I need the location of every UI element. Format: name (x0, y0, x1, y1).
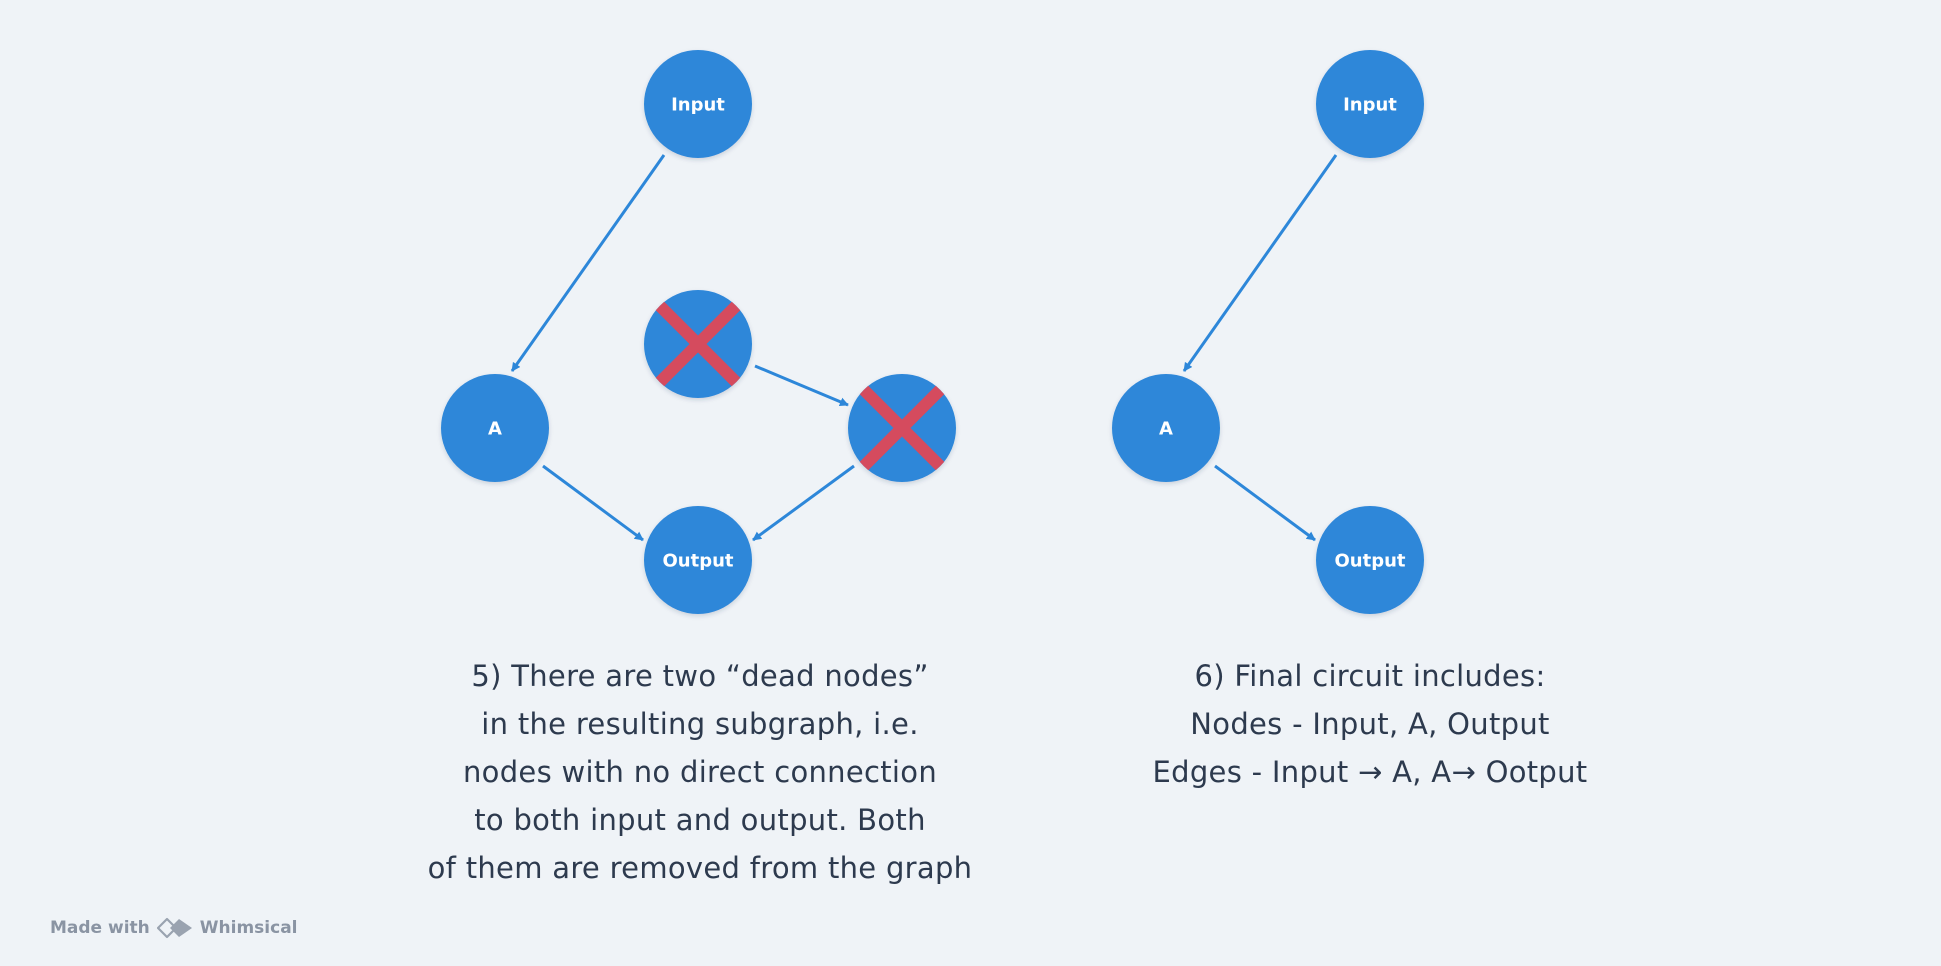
caption-line: Nodes - Input, A, Output (1190, 707, 1550, 741)
node-a: A (1112, 374, 1220, 482)
left-edges (510, 154, 855, 542)
node-output: Output (644, 506, 752, 614)
caption-line: 6) Final circuit includes: (1194, 659, 1546, 693)
edge-dead1-to-dead2 (754, 364, 849, 407)
node-output: Output (1316, 506, 1424, 614)
edge-a-to-output (542, 464, 644, 542)
node-input: Input (1316, 50, 1424, 158)
caption-step-5: 5) There are two “dead nodes” in the res… (380, 652, 1020, 892)
caption-step-6: 6) Final circuit includes: Nodes - Input… (1060, 652, 1680, 796)
node-a-label: A (488, 419, 502, 440)
node-input-label: Input (671, 95, 725, 116)
left-nodes: Input A Output (441, 50, 956, 614)
caption-line: in the resulting subgraph, i.e. (481, 707, 919, 741)
made-with-label: Made with (50, 918, 150, 938)
node-output-label: Output (662, 551, 733, 572)
right-edges (1182, 154, 1338, 542)
edge-input-to-a (510, 154, 666, 372)
right-nodes: Input A Output (1112, 50, 1424, 614)
node-a-label: A (1159, 419, 1173, 440)
whimsical-logo-icon (156, 917, 193, 939)
whimsical-brand-label: Whimsical (199, 918, 298, 938)
made-with-whimsical-badge[interactable]: Made with Whimsical (50, 916, 298, 940)
node-output-label: Output (1334, 551, 1405, 572)
node-input-label: Input (1343, 95, 1397, 116)
removed-cross-icon (857, 383, 947, 473)
edge-input-to-a (1182, 154, 1338, 372)
removed-cross-icon (653, 299, 743, 389)
caption-line: to both input and output. Both (474, 803, 926, 837)
node-input: Input (644, 50, 752, 158)
caption-line: 5) There are two “dead nodes” (471, 659, 929, 693)
dead-node-2 (848, 374, 956, 482)
caption-line: nodes with no direct connection (463, 755, 937, 789)
caption-line: Edges - Input → A, A→ Ootput (1152, 755, 1588, 789)
caption-line: of them are removed from the graph (427, 851, 973, 885)
dead-node-1 (644, 290, 752, 398)
edge-dead2-to-output (752, 464, 855, 542)
node-a: A (441, 374, 549, 482)
edge-a-to-output (1214, 464, 1316, 542)
